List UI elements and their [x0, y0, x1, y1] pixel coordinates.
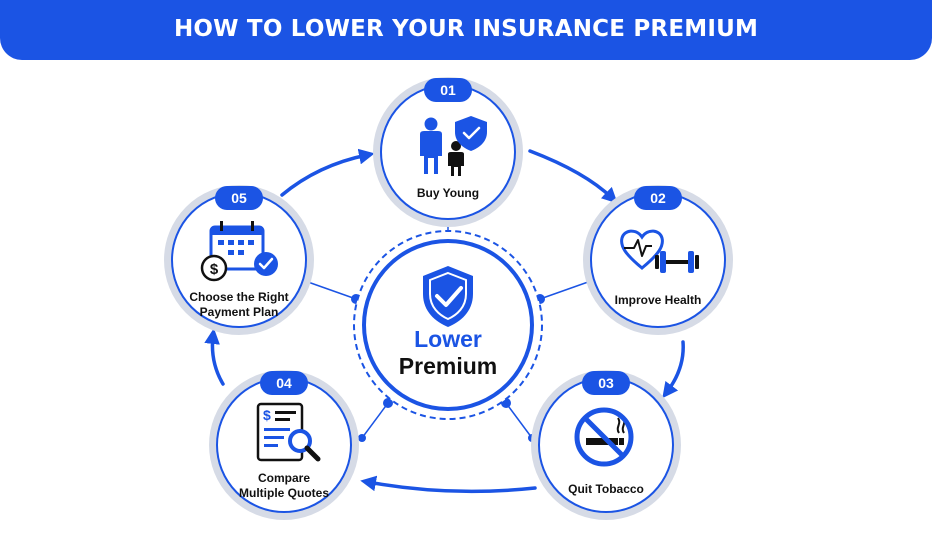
cycle-arrows	[204, 148, 685, 494]
step-02-label: Improve Health	[615, 293, 702, 307]
arrow-05-to-01	[280, 148, 375, 197]
arrow-03-to-04	[360, 475, 537, 494]
step-03-badge	[582, 371, 630, 395]
step-01-label: Buy Young	[417, 186, 479, 200]
calendar-dollar-check-icon: $	[200, 221, 278, 282]
step-04-label-line2: Multiple Quotes	[239, 486, 329, 500]
arrow-02-to-03	[662, 340, 685, 399]
title-banner: HOW TO LOWER YOUR INSURANCE PREMIUM	[0, 0, 932, 60]
center-node: Lower Premium	[353, 230, 543, 420]
step-02-number: 02	[650, 190, 666, 206]
step-01-number: 01	[440, 82, 456, 98]
center-label-line1: Lower	[414, 326, 482, 352]
svg-text:$: $	[263, 407, 271, 423]
page-title: HOW TO LOWER YOUR INSURANCE PREMIUM	[173, 16, 759, 42]
step-01-badge	[424, 78, 472, 102]
shield-check-icon	[423, 266, 473, 327]
step-03-quit-tobacco: 03 Quit Tobacco	[531, 370, 681, 520]
heart-dumbbell-icon	[620, 229, 699, 273]
step-02-badge	[634, 186, 682, 210]
document-magnifier-icon: $	[256, 402, 321, 462]
step-05-number: 05	[231, 190, 247, 206]
step-05-badge	[215, 186, 263, 210]
step-05-label-line2: Payment Plan	[200, 305, 279, 319]
step-02-improve-health: 02 Improve Health	[583, 185, 733, 335]
step-03-number: 03	[598, 375, 614, 391]
step-05-choose-payment-plan: 05 $ Choose the Right Payment Plan	[164, 185, 314, 335]
step-04-number: 04	[276, 375, 292, 391]
svg-text:$: $	[210, 261, 219, 278]
step-04-compare-multiple-quotes: 04 $ Compare Multiple Quotes	[209, 370, 359, 520]
arrow-04-to-05	[204, 328, 225, 386]
no-smoking-icon	[574, 407, 634, 467]
arrow-01-to-02	[528, 149, 618, 204]
step-04-label-line1: Compare	[258, 471, 310, 485]
center-label-line2: Premium	[399, 353, 497, 379]
step-03-label: Quit Tobacco	[568, 482, 644, 496]
parent-child-shield-icon	[420, 116, 487, 176]
step-01-buy-young: 01 Buy Young	[373, 77, 523, 227]
step-05-label-line1: Choose the Right	[189, 290, 288, 304]
step-04-badge	[260, 371, 308, 395]
